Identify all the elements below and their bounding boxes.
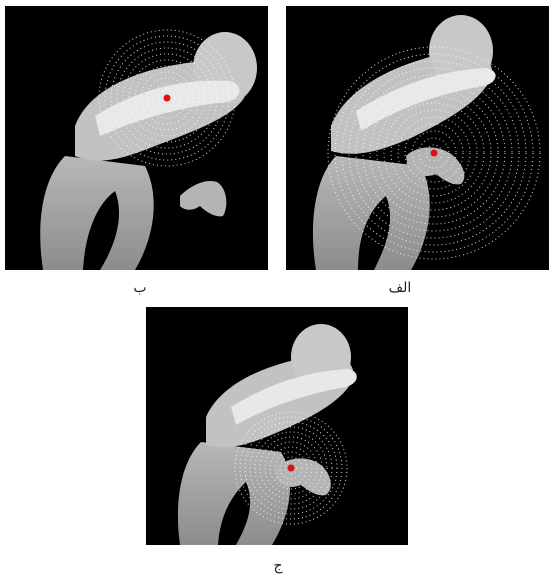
- hand-shape: [180, 181, 226, 216]
- panel-label-c: ج: [248, 558, 308, 574]
- depth-figure-c: [146, 307, 408, 545]
- depth-figure-a: [286, 6, 549, 270]
- depth-image-panel-c: [146, 307, 408, 545]
- panel-label-a: الف: [370, 280, 430, 296]
- panel-label-b: ب: [110, 280, 170, 296]
- body-shape: [313, 156, 430, 270]
- depth-image-panel-b: [5, 6, 268, 270]
- depth-figure-b: [5, 6, 268, 270]
- center-point: [164, 95, 171, 102]
- center-point: [431, 150, 438, 157]
- depth-image-panel-a: [286, 6, 549, 270]
- body-shape: [40, 156, 153, 270]
- center-point: [288, 465, 295, 472]
